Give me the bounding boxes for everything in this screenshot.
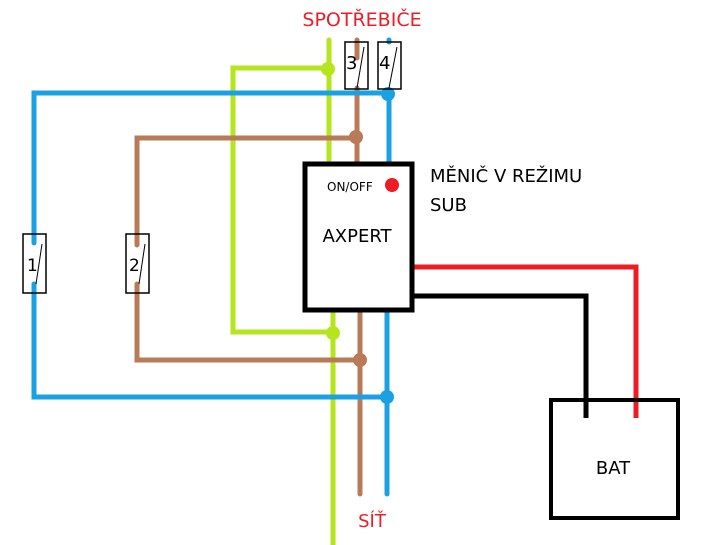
black-dc-wire: [412, 293, 589, 418]
junction-blue-bottom: [380, 390, 394, 404]
junction-green-bottom: [326, 326, 340, 340]
junction-brown-bottom: [353, 353, 367, 367]
inverter-name: AXPERT: [322, 226, 392, 247]
on-off-label: ON/OFF: [327, 180, 373, 194]
mode-label-line2: SUB: [430, 195, 467, 216]
junction-brown-top: [349, 130, 363, 144]
switch-label-2: 2: [129, 256, 140, 276]
mode-label-line1: MĚNIČ V REŽIMU: [430, 165, 582, 187]
switch-label-4: 4: [379, 53, 390, 74]
switch-2[interactable]: [125, 233, 150, 294]
junction-green-top: [321, 62, 335, 76]
switch-1[interactable]: [22, 233, 47, 294]
on-off-indicator-icon[interactable]: [385, 178, 399, 192]
switch-4[interactable]: [377, 41, 402, 90]
switch-label-1: 1: [27, 256, 38, 276]
brown-wire: [134, 37, 363, 497]
switch-label-3: 3: [346, 53, 357, 74]
grid-label: SÍŤ: [358, 510, 387, 532]
title-label: SPOTŘEBIČE: [302, 7, 421, 31]
switch-3[interactable]: [344, 41, 369, 90]
battery-label: BAT: [596, 458, 631, 479]
junction-blue-top: [381, 87, 395, 101]
battery-box: [549, 398, 680, 520]
red-dc-wire: [412, 264, 639, 418]
